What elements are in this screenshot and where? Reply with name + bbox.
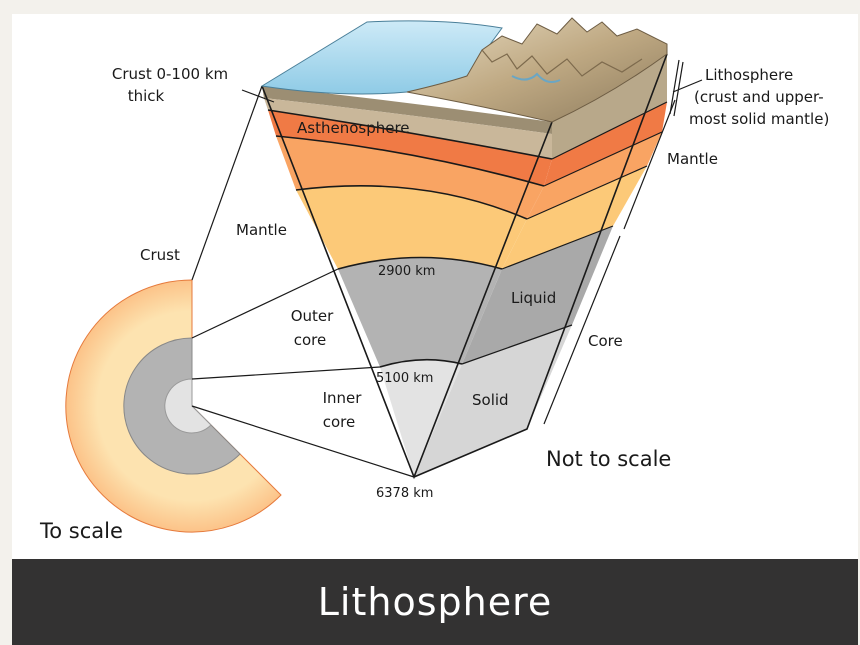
mantle-right-label: Mantle: [667, 150, 718, 168]
earth-layers-diagram: Crust 0-100 km thick Asthenosphere Litho…: [12, 14, 858, 559]
crust-label: Crust: [140, 246, 180, 264]
to-scale-label: To scale: [39, 519, 123, 543]
depth-2900-label: 2900 km: [378, 264, 435, 279]
depth-5100-label: 5100 km: [376, 371, 433, 386]
not-to-scale-label: Not to scale: [546, 447, 671, 471]
lithosphere-label: Lithosphere: [705, 66, 793, 84]
crust-thickness-label: Crust 0-100 km: [112, 65, 228, 83]
figure-frame: Crust 0-100 km thick Asthenosphere Litho…: [12, 14, 858, 645]
lithosphere-label-3: most solid mantle): [689, 110, 829, 128]
liquid-label: Liquid: [511, 289, 556, 307]
asthenosphere-label: Asthenosphere: [297, 119, 410, 137]
to-scale-sphere: [66, 280, 281, 532]
outer-core-label: Outer: [291, 307, 334, 325]
crust-thickness-label-2: thick: [128, 87, 165, 105]
inner-core-label-2: core: [323, 413, 356, 431]
caption-title: Lithosphere: [318, 580, 553, 624]
mantle-left-label: Mantle: [236, 221, 287, 239]
outer-core-label-2: core: [294, 331, 327, 349]
solid-label: Solid: [472, 391, 509, 409]
inner-core-label: Inner: [323, 389, 363, 407]
lithosphere-label-2: (crust and upper-: [694, 88, 824, 106]
core-label: Core: [588, 332, 623, 350]
caption-bar: Lithosphere: [12, 559, 858, 645]
layer-block: [262, 18, 667, 477]
depth-6378-label: 6378 km: [376, 486, 433, 501]
